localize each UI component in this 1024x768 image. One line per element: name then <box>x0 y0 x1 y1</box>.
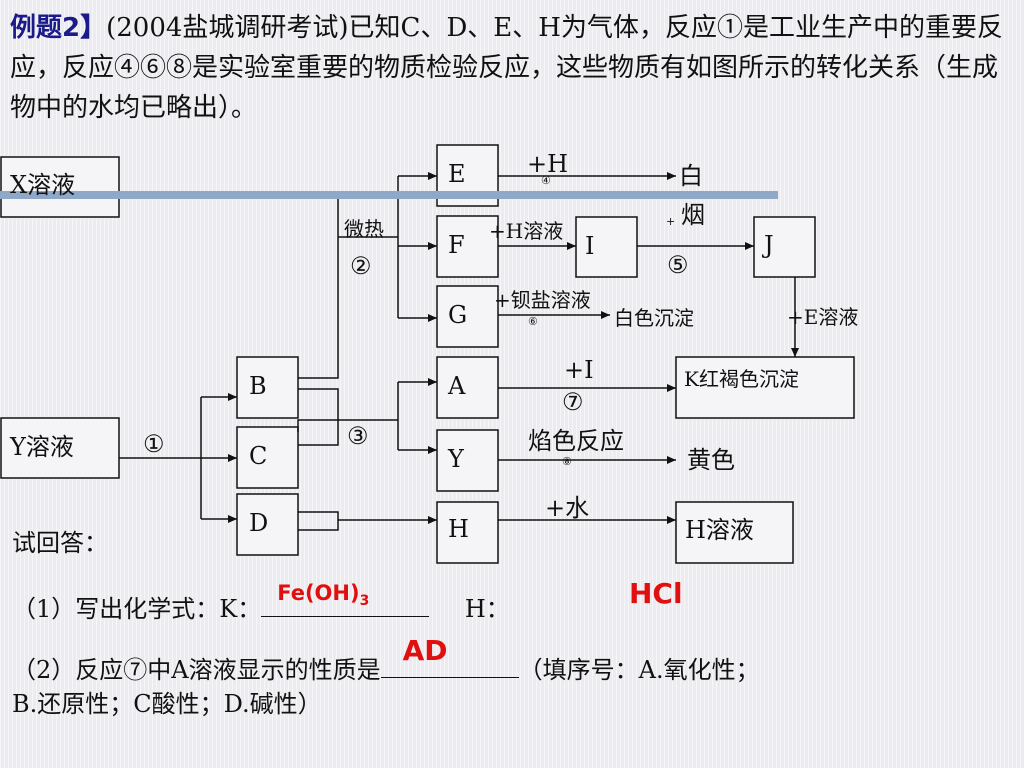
label-h: H <box>448 515 469 543</box>
answer-k-subscript: 3 <box>359 593 370 610</box>
label-d: D <box>249 509 269 537</box>
box-i <box>575 216 638 278</box>
label-reaction-3: ③ <box>347 422 369 450</box>
label-reaction-7: ⑦ <box>562 388 584 416</box>
problem-text: (2004盐城调研考试)已知C、D、E、H为气体，反应①是工业生产中的重要反应，… <box>10 13 1003 123</box>
label-j: J <box>764 231 774 259</box>
question-2-prefix: （2）反应⑦中A溶液显示的性质是 <box>12 656 381 684</box>
question-2-suffix: （填序号：A.氧化性； <box>518 656 760 684</box>
label-plus-h: +H <box>527 150 569 178</box>
box-a <box>436 356 499 419</box>
problem-number: 例题2】 <box>10 13 107 43</box>
highlight-bar <box>0 191 778 199</box>
question-2: （2）反应⑦中A溶液显示的性质是 AD （填序号：A.氧化性； <box>12 637 760 684</box>
box-x-solution <box>0 156 120 218</box>
answer-h: HCl <box>629 577 683 610</box>
label-micro-heat: 微热 <box>344 217 384 241</box>
label-plus-small: + <box>666 215 676 228</box>
answer-k: Fe(OH) <box>277 581 360 605</box>
label-plus-h-solution: +H溶液 <box>489 219 564 243</box>
answer-2: AD <box>402 634 448 667</box>
label-k: K红褐色沉淀 <box>684 367 799 391</box>
label-smoke: 烟 <box>681 201 705 229</box>
bcd-merge-line-b <box>298 419 378 446</box>
label-y: Y <box>448 445 464 473</box>
label-reaction-5: ⑤ <box>667 251 689 279</box>
box-y <box>436 429 499 492</box>
box-h <box>436 501 499 564</box>
label-plus-e-solution: +E溶液 <box>787 305 859 329</box>
d-line <box>298 511 339 531</box>
label-g: G <box>448 301 468 329</box>
label-reaction-8: ⑧ <box>562 455 572 468</box>
label-yellow: 黄色 <box>687 446 735 474</box>
question-2-line2: B.还原性；C酸性；D.碱性） <box>12 690 322 718</box>
label-plus-i: +I <box>564 356 594 384</box>
label-i: I <box>585 232 595 260</box>
box-k <box>675 356 855 419</box>
label-a: A <box>448 372 466 400</box>
box-b <box>236 356 299 419</box>
label-reaction-4: ④ <box>541 174 551 187</box>
box-c <box>236 426 299 489</box>
label-white-precipitate: 白色沉淀 <box>614 306 694 330</box>
box-j <box>753 216 816 278</box>
label-f: F <box>448 231 465 259</box>
question-1-h-prefix: H： <box>464 595 510 623</box>
box-d <box>236 493 299 556</box>
question-1: （1）写出化学式：K：Fe(OH)3 H： <box>12 583 510 623</box>
label-plus-barium-salt: +钡盐溶液 <box>494 288 591 312</box>
questions-prompt: 试回答： <box>12 529 108 557</box>
box-y-solution <box>0 417 120 479</box>
label-flame-test: 焰色反应 <box>528 427 624 455</box>
label-c: C <box>249 442 268 470</box>
label-b: B <box>249 372 267 400</box>
x-merge-line <box>119 196 339 379</box>
answer-blank-2: AD <box>380 637 519 678</box>
label-e: E <box>448 160 466 188</box>
label-plus-water: +水 <box>545 494 590 522</box>
label-h-solution: H溶液 <box>685 516 754 544</box>
label-white: 白 <box>679 162 703 190</box>
box-h-solution <box>675 501 794 564</box>
problem-intro: 例题2】(2004盐城调研考试)已知C、D、E、H为气体，反应①是工业生产中的重… <box>10 8 1014 128</box>
bcd-merge-line-a <box>297 388 339 432</box>
label-reaction-1: ① <box>143 430 165 458</box>
label-x-solution: X溶液 <box>10 171 76 199</box>
label-reaction-2: ② <box>350 252 372 280</box>
label-reaction-6: ⑥ <box>528 315 538 328</box>
box-g <box>436 285 499 348</box>
question-1-prefix: （1）写出化学式：K： <box>12 595 262 623</box>
answer-blank-k: Fe(OH)3 <box>261 583 430 617</box>
label-y-solution: Y溶液 <box>10 433 74 461</box>
